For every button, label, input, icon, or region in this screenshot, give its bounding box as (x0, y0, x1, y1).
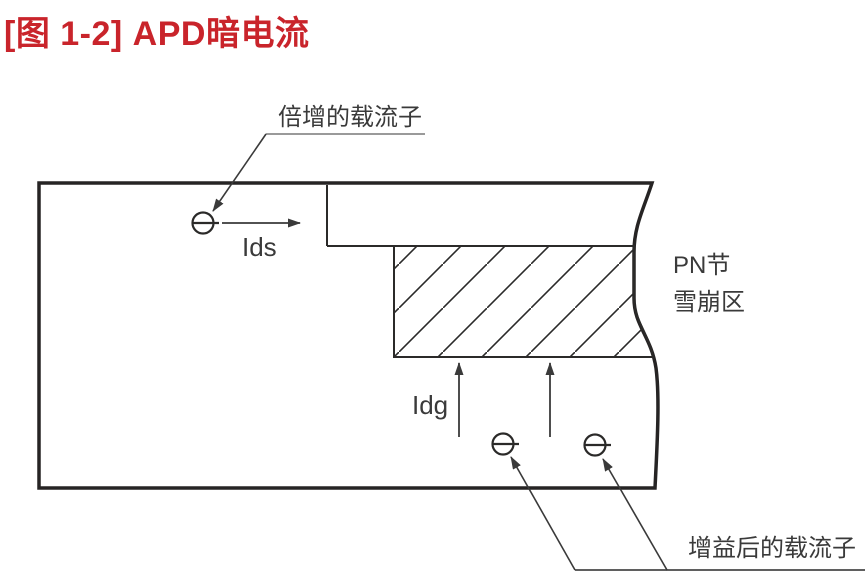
gained-carriers-leader-arrow-left (510, 456, 576, 571)
label-multiplied-carriers: 倍增的载流子 (278, 104, 422, 131)
label-avalanche-zone: 雪崩区 (673, 289, 745, 316)
figure-title: [图 1-2] APD暗电流 (4, 15, 310, 53)
electron-icon (191, 211, 219, 235)
label-pn-junction: PN节 (673, 252, 730, 279)
electron-icon (491, 432, 519, 456)
label-ids: Ids (242, 232, 277, 262)
avalanche-region-hatched (393, 245, 655, 358)
label-gained-carriers: 增益后的载流子 (688, 535, 856, 562)
label-idg: Idg (412, 390, 448, 420)
electron-icon (583, 433, 611, 457)
multiplied-carriers-leader-arrow (212, 133, 267, 212)
gained-carriers-leader-arrow-right (602, 458, 668, 571)
